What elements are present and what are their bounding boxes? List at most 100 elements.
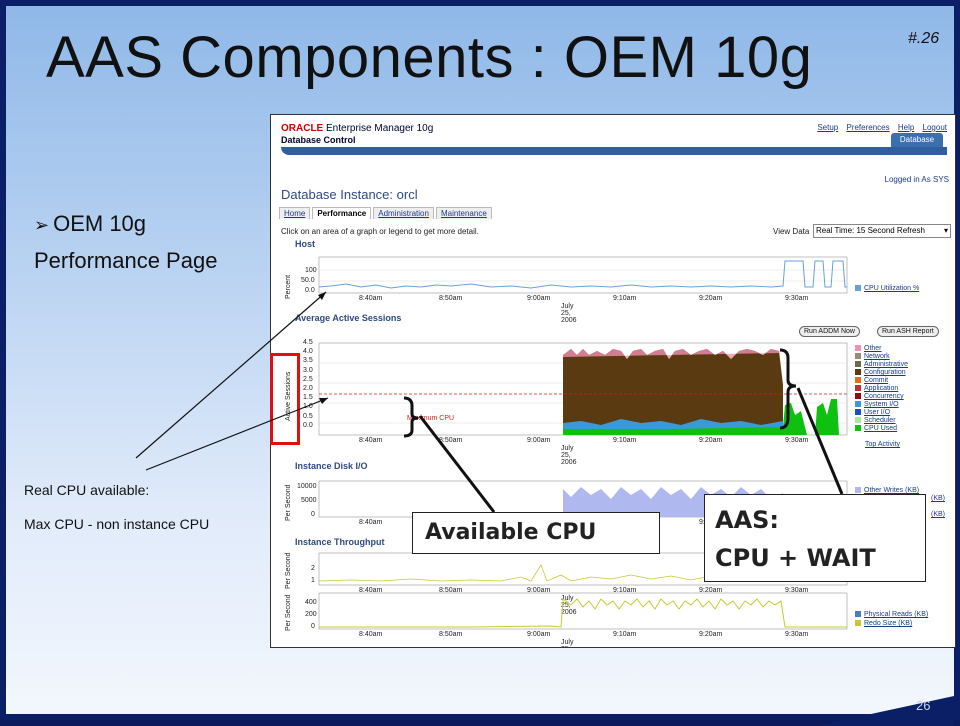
legend-physical-reads[interactable]: Physical Reads (KB) [855,611,928,618]
time-tick: 8:50am [439,631,463,638]
aas-legend-item[interactable]: Other [855,345,882,352]
logout-link[interactable]: Logout [922,123,947,132]
time-tick: 9:10am [613,631,637,638]
legend-swatch [855,385,861,392]
legend-disk3[interactable]: (KB) [931,511,945,518]
date-label: July 25, 2006 [561,303,577,324]
aas-ytick: 0.0 [303,421,313,429]
time-tick: 9:10am [613,295,637,302]
legend-swatch [855,353,861,360]
section-host: Host [295,239,315,249]
aas-ytick: 1.0 [303,403,313,411]
aas-legend-item[interactable]: Configuration [855,369,906,376]
database-control-label: Database Control [281,135,356,145]
pointer-aas [796,387,844,495]
bullet-line1: OEM 10g [53,211,147,236]
legend-swatch [855,620,861,627]
time-tick: 8:40am [359,587,383,594]
tp2-ytick: 400 [305,599,317,606]
tp2-ytick: 200 [305,611,317,618]
legend-cpu-util[interactable]: CPU Utilization % [855,285,919,292]
legend-swatch [855,409,861,416]
legend-swatch [855,361,861,368]
section-aas: Average Active Sessions [295,313,402,323]
aas-legend-item[interactable]: Commit [855,377,888,384]
instance-title: Database Instance: orcl [281,187,418,202]
legend-swatch [855,377,861,384]
view-data-select[interactable]: Real Time: 15 Second Refresh [813,224,951,238]
time-tick: 8:50am [439,437,463,444]
time-tick: 8:40am [359,631,383,638]
legend-swatch [855,417,861,424]
arrow-bullet-icon: ➢ [34,215,50,235]
host-chart[interactable] [318,256,848,294]
active-sessions-highlight [270,353,300,445]
time-tick: 8:50am [439,587,463,594]
section-throughput: Instance Throughput [295,537,385,547]
slide-number-top: #.26 [908,30,940,47]
callout-aas-line2: CPU + WAIT [715,544,876,572]
tab-home[interactable]: Home [279,207,311,219]
tab-administration[interactable]: Administration [373,207,434,219]
bullet-line2: Performance Page [34,248,218,273]
preferences-link[interactable]: Preferences [846,123,890,132]
aas-legend-item[interactable]: Application [855,385,898,392]
header-bar [281,147,947,155]
arrowhead-icon [319,398,328,404]
aas-legend-item[interactable]: User I/O [855,409,890,416]
disk-ytick: 0 [311,511,315,518]
setup-link[interactable]: Setup [817,123,839,132]
time-tick: 9:30am [785,437,809,444]
pointer-available-cpu [418,415,496,513]
aas-legend-item[interactable]: CPU Used [855,425,897,432]
aas-ytick: 0.5 [303,412,313,420]
slide-title: AAS Components : OEM 10g [46,25,813,90]
callout-aas-line1: AAS: [715,506,780,534]
time-tick: 8:40am [359,295,383,302]
aas-legend-item[interactable]: Administrative [855,361,908,368]
aas-chart[interactable] [318,342,848,436]
arrowhead-icon [318,292,326,300]
oracle-logo: ORACLE Enterprise Manager 10g [281,123,434,134]
aas-legend-item[interactable]: Scheduler [855,417,896,424]
legend-swatch [855,611,861,618]
aas-ytick: 3.5 [303,357,313,365]
time-tick: 9:10am [613,437,637,444]
run-ash-button[interactable]: Run ASH Report [877,326,939,337]
legend-disk2[interactable]: (KB) [931,495,945,502]
legend-swatch [855,401,861,408]
aas-legend-item[interactable]: Network [855,353,890,360]
time-tick: 9:00am [527,631,551,638]
annotation-overlay [135,291,954,726]
footer-wedge [816,696,954,726]
database-tab[interactable]: Database [891,133,943,147]
time-tick: 9:20am [699,631,723,638]
legend-swatch [855,345,861,352]
aas-brown-area [563,349,783,435]
tab-maintenance[interactable]: Maintenance [435,207,492,219]
brace-available-cpu [403,396,419,438]
time-tick: 9:20am [699,587,723,594]
legend-swatch [855,369,861,376]
legend-swatch [855,393,861,400]
legend-swatch [855,487,861,494]
top-activity-link[interactable]: Top Activity [865,441,901,448]
throughput-chart-2[interactable] [318,592,848,630]
legend-redo-size[interactable]: Redo Size (KB) [855,620,912,627]
time-tick: 9:20am [699,295,723,302]
callout-aas: AAS: CPU + WAIT [704,494,926,582]
run-addm-button[interactable]: Run ADDM Now [799,326,860,337]
legend-other-writes[interactable]: Other Writes (KB) [855,487,919,494]
callout-available-cpu: Available CPU [412,512,660,554]
cpu-util-line [318,260,847,289]
time-tick: 9:30am [785,295,809,302]
aas-legend-item[interactable]: Concurrency [855,393,904,400]
tab-performance[interactable]: Performance [312,207,372,219]
time-tick: 9:00am [527,295,551,302]
time-tick: 9:00am [527,437,551,444]
time-tick: 9:20am [699,437,723,444]
help-link[interactable]: Help [897,123,915,132]
pointer-line-host [135,291,327,459]
aas-legend-item[interactable]: System I/O [855,401,899,408]
